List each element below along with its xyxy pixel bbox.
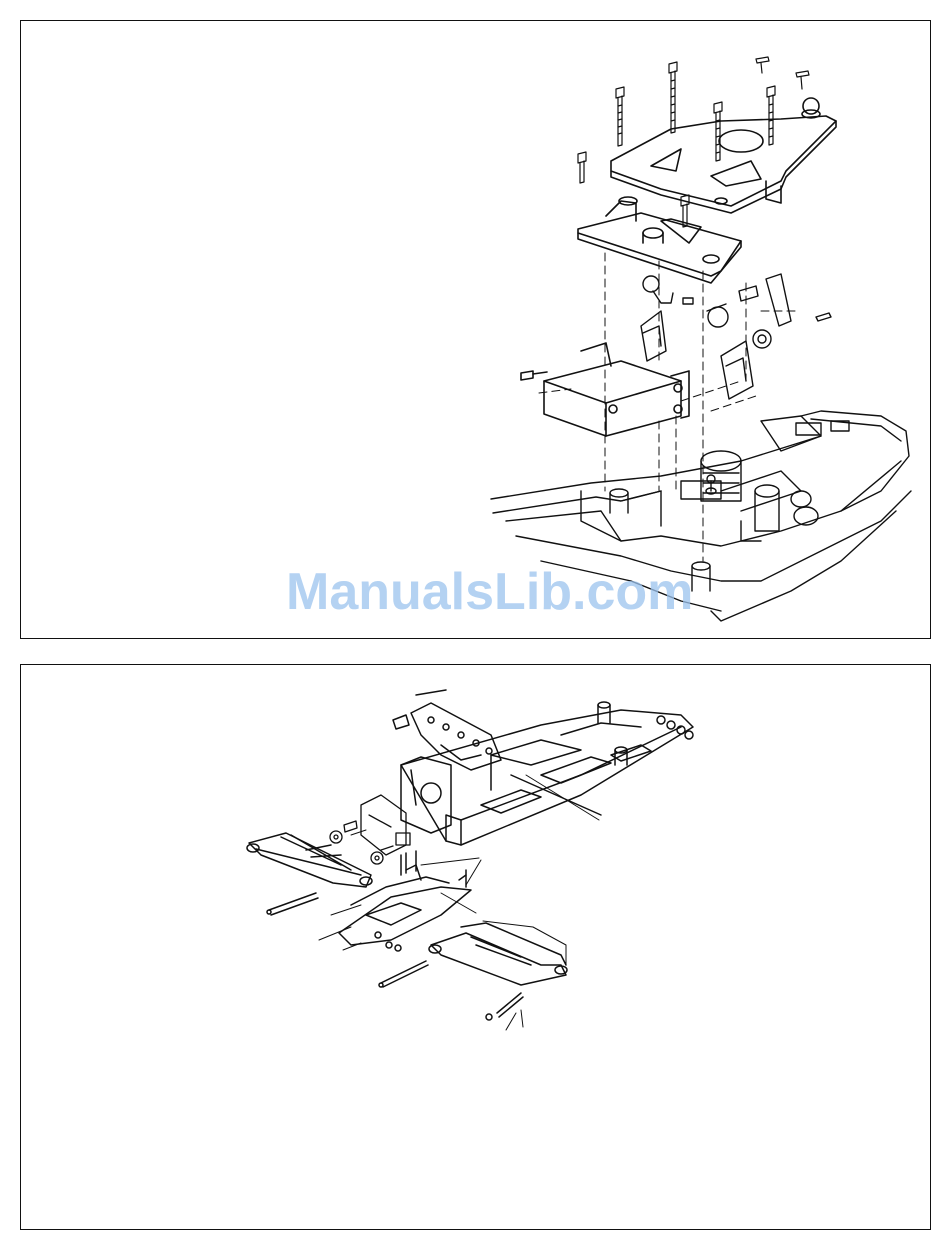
top-figure-panel: ManualsLib.com xyxy=(20,20,931,639)
bulkhead-plate-drawing xyxy=(339,851,471,951)
watermark-text: ManualsLib.com xyxy=(286,562,693,622)
alignment-dashed-lines xyxy=(539,253,796,561)
ball-stud-drawing xyxy=(643,274,831,348)
callout-leader-lines xyxy=(319,830,566,1030)
lower-a-arm-drawing xyxy=(379,923,567,1020)
upper-plate-drawing xyxy=(611,98,836,213)
steering-servo-exploded-drawing xyxy=(21,21,932,640)
upper-a-arm-drawing xyxy=(247,833,372,915)
front-suspension-exploded-drawing xyxy=(21,665,932,1231)
chassis-drawing xyxy=(393,690,693,845)
bottom-figure-panel xyxy=(20,664,931,1230)
steering-block-drawing xyxy=(330,795,410,864)
servo-mount-drawing xyxy=(641,311,753,399)
